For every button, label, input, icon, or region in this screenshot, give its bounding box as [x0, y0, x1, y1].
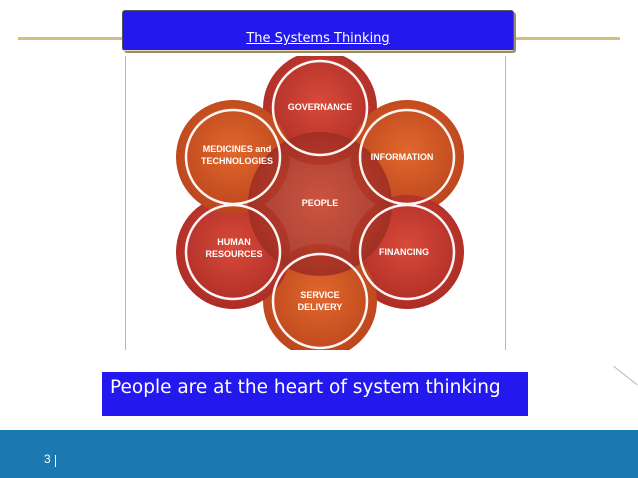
ring-service-delivery — [271, 252, 369, 350]
label-people: PEOPLE — [302, 198, 339, 208]
slide-title-bar: The Systems Thinking — [122, 10, 514, 51]
page-number-divider — [55, 455, 56, 467]
ring-governance — [271, 59, 369, 157]
label-human: HUMAN — [217, 237, 251, 247]
petal-governance — [263, 56, 377, 165]
caption-text: People are at the heart of system thinki… — [110, 377, 501, 398]
ring-medicines — [184, 108, 282, 206]
label-medicines: MEDICINES and — [203, 144, 272, 154]
slide-title: The Systems Thinking — [246, 31, 390, 46]
decorative-corner-line — [613, 366, 638, 386]
label-information: INFORMATION — [371, 152, 434, 162]
core-people — [248, 132, 392, 276]
systems-thinking-diagram: GOVERNANCE INFORMATION FINANCING PEOPLE … — [176, 56, 464, 350]
petal-service-delivery — [263, 244, 377, 350]
diagram-frame — [125, 56, 506, 350]
label-technologies: TECHNOLOGIES — [201, 156, 273, 166]
ring-financing — [358, 203, 456, 301]
label-governance: GOVERNANCE — [288, 102, 353, 112]
decorative-rule-right — [514, 37, 620, 40]
label-financing: FINANCING — [379, 247, 429, 257]
label-delivery: DELIVERY — [298, 302, 343, 312]
title-underline — [123, 50, 513, 51]
footer-bar — [0, 430, 638, 478]
page-number: 3 — [44, 452, 51, 466]
caption-box: People are at the heart of system thinki… — [102, 372, 528, 416]
decorative-rule-left — [18, 37, 124, 40]
label-service: SERVICE — [300, 290, 339, 300]
label-resources: RESOURCES — [205, 249, 262, 259]
